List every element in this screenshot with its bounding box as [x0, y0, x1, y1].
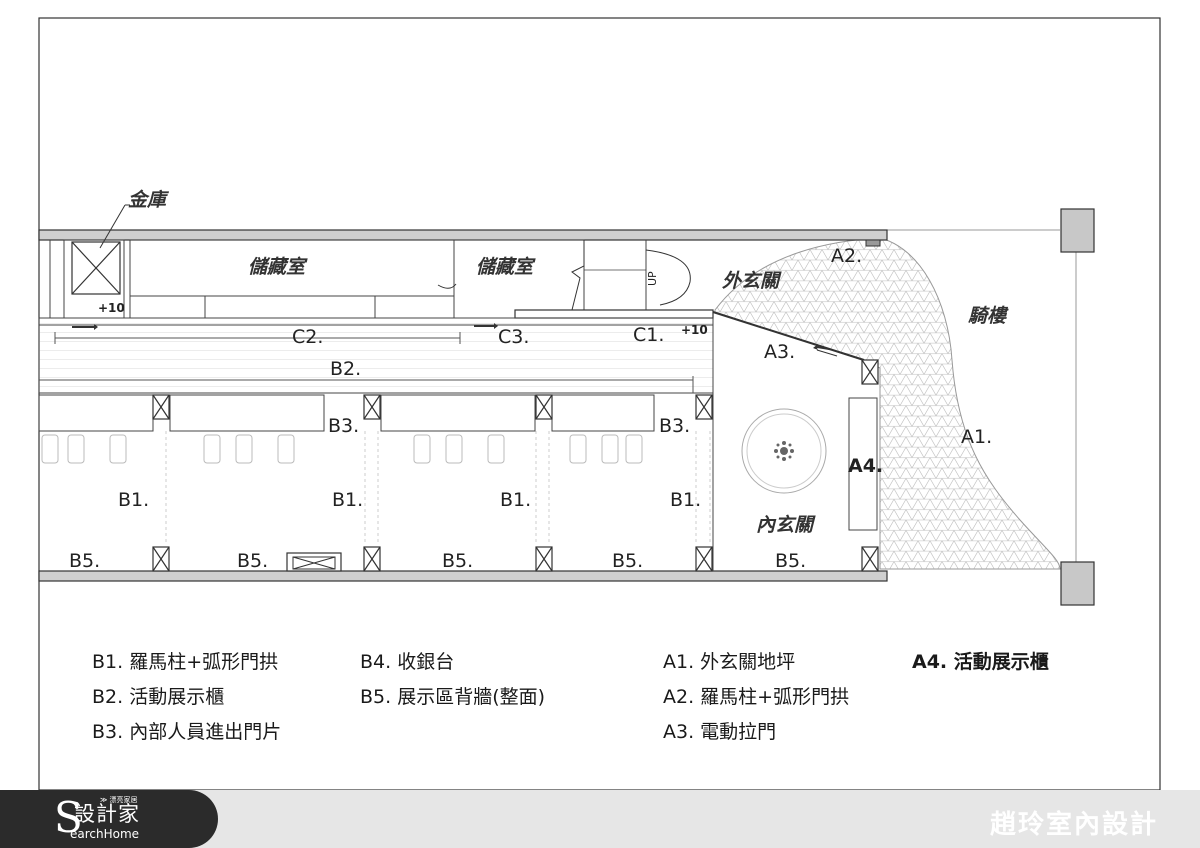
mark-b5: B5. [442, 550, 473, 572]
legend-col-1: B1. 羅馬柱+弧形門拱 B2. 活動展示櫃 B3. 內部人員進出門片 [92, 645, 281, 750]
brand-logo[interactable]: S ≫ 漂亮家居 設計家 earchHome [0, 790, 218, 848]
mark-b5: B5. [237, 550, 268, 572]
legend-item: A4. 活動展示櫃 [912, 651, 1049, 673]
legend-item: B4. 收銀台 [360, 651, 455, 673]
mark-c1: C1. [633, 324, 664, 346]
mark-a4: A4. [848, 455, 883, 477]
legend-item: B3. 內部人員進出門片 [92, 721, 282, 743]
mark-b3: B3. [328, 415, 359, 437]
legend-item: B1. 羅馬柱+弧形門拱 [92, 651, 279, 673]
room-label-storage: 儲藏室 [476, 256, 536, 278]
legend-col-2: B4. 收銀台 B5. 展示區背牆(整面) [360, 645, 545, 715]
legend-item: A3. 電動拉門 [663, 721, 777, 743]
mark-b2: B2. [330, 358, 361, 380]
sliding-door-line [712, 311, 865, 361]
legend-item: B5. 展示區背牆(整面) [360, 686, 546, 708]
brand-logo-en: earchHome [70, 827, 140, 841]
brand-logo-text: 設計家 [74, 802, 140, 826]
stair-up-mark: UP [646, 271, 659, 286]
mark-b1: B1. [332, 489, 363, 511]
level-mark: +10 [98, 301, 125, 315]
mark-b5: B5. [612, 550, 643, 572]
mark-b1: B1. [500, 489, 531, 511]
chair-row [41, 434, 643, 464]
studio-name: 趙玲室內設計 [989, 810, 1158, 840]
legend-item: B2. 活動展示櫃 [92, 686, 225, 708]
mobile-display-cabinet [848, 397, 878, 531]
legend-col-4: A4. 活動展示櫃 [912, 645, 1049, 680]
round-rug [741, 408, 827, 494]
mark-c2: C2. [292, 326, 323, 348]
mark-a1: A1. [961, 426, 992, 448]
mark-b5: B5. [775, 550, 806, 572]
top-wall [38, 229, 888, 241]
brand-logo-s: S [54, 793, 83, 842]
room-label-outer-foyer: 外玄關 [721, 270, 782, 292]
safe-box [71, 241, 121, 295]
footer-bar: S ≫ 漂亮家居 設計家 earchHome 趙玲室內設計 [0, 790, 1200, 848]
level-mark: +10 [681, 323, 708, 337]
column-block [1060, 561, 1095, 606]
mark-a2: A2. [831, 245, 862, 267]
mark-b3: B3. [659, 415, 690, 437]
room-label-arcade: 騎樓 [968, 305, 1009, 327]
room-label-storage: 儲藏室 [248, 256, 308, 278]
column-block [1060, 208, 1095, 253]
legend-item: A2. 羅馬柱+弧形門拱 [663, 686, 850, 708]
brand-logo-sub: ≫ 漂亮家居 [100, 796, 138, 804]
bottom-wall [38, 570, 888, 582]
mark-b1: B1. [118, 489, 149, 511]
mark-c3: C3. [498, 326, 529, 348]
room-label-inner-foyer: 內玄關 [756, 514, 816, 536]
corridor-floor [38, 317, 714, 394]
legend-col-3: A1. 外玄關地坪 A2. 羅馬柱+弧形門拱 A3. 電動拉門 [663, 645, 849, 750]
legend-item: A1. 外玄關地坪 [663, 651, 796, 673]
mark-a3: A3. [764, 341, 795, 363]
room-label-safe: 金庫 [128, 189, 170, 211]
mark-b5: B5. [69, 550, 100, 572]
mark-b1: B1. [670, 489, 701, 511]
outer-foyer-floor-pattern [714, 237, 1061, 570]
column-markers [152, 359, 879, 572]
